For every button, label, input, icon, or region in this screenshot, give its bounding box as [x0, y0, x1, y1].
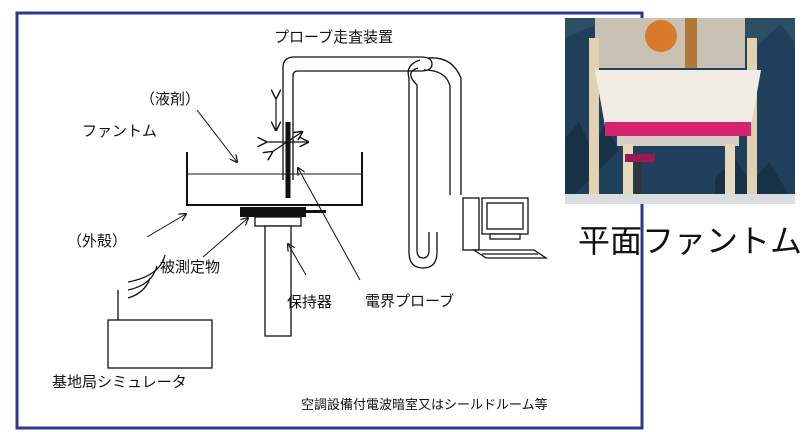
leader-lines [146, 109, 361, 281]
probe-cable [407, 57, 462, 269]
label-dut: 被測定物 [160, 258, 220, 276]
base-station-simulator-box [107, 254, 213, 369]
label-e-field-probe: 電界プローブ [365, 292, 454, 310]
dut-and-holder [240, 207, 326, 337]
label-phantom: ファントム [82, 122, 157, 140]
probe-scanner-arm [282, 56, 433, 180]
e-field-probe [266, 98, 308, 198]
flat-phantom-photo [565, 18, 795, 204]
label-liquid: （液剤） [140, 90, 200, 108]
label-holder: 保持器 [287, 293, 332, 311]
computer-icon [462, 197, 549, 259]
label-base-station-simulator: 基地局シミュレータ [52, 373, 187, 391]
label-probe-scanner: プローブ走査装置 [274, 28, 393, 46]
phantom-container [186, 152, 363, 206]
label-room-note: 空調設備付電波暗室又はシールドルーム等 [301, 397, 548, 413]
label-shell: （外殻） [67, 232, 127, 250]
photo-caption: 平面ファントム [578, 222, 803, 260]
